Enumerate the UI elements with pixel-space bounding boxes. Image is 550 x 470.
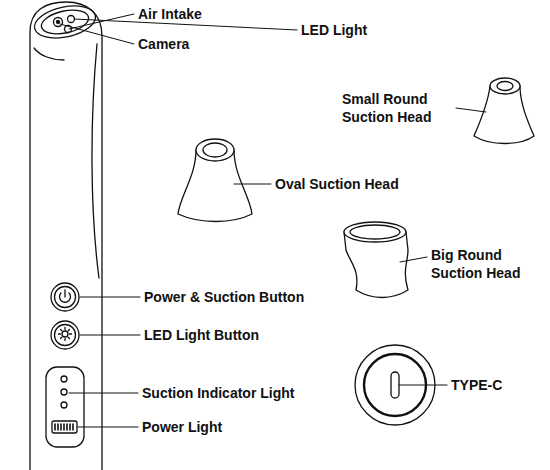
leader-line xyxy=(456,108,486,112)
part-label: Suction Indicator Light xyxy=(142,384,294,402)
leader-line xyxy=(234,184,271,185)
leader-line xyxy=(399,385,447,386)
power-icon-bar xyxy=(64,290,65,297)
part-label: LED Light Button xyxy=(144,326,259,344)
shoulder-line xyxy=(34,48,64,60)
small-head-top xyxy=(490,78,520,94)
sun-icon-rays xyxy=(59,328,72,341)
part-label: Small Round Suction Head xyxy=(342,90,452,126)
leader-line xyxy=(78,427,138,428)
leader-line xyxy=(80,297,140,298)
led-button-inner xyxy=(55,325,76,346)
leader-line xyxy=(80,335,140,336)
leader-line xyxy=(69,393,138,394)
indicator-panel xyxy=(46,367,84,447)
battery-icon xyxy=(52,421,77,433)
camera-lens xyxy=(54,18,63,27)
part-label: Oval Suction Head xyxy=(275,175,399,193)
device-body xyxy=(30,2,102,470)
indicator-dot xyxy=(61,402,67,408)
leader-line xyxy=(60,24,134,44)
indicator-dot xyxy=(61,376,67,382)
part-label: Air Intake xyxy=(138,5,202,23)
big-head-top xyxy=(344,222,406,242)
led-button xyxy=(51,321,79,349)
sun-icon-core xyxy=(62,331,68,337)
camera-center xyxy=(57,21,60,24)
part-label: TYPE-C xyxy=(451,376,502,394)
part-label: Power & Suction Button xyxy=(144,288,304,306)
leader-lines xyxy=(60,14,486,427)
led-light-dot xyxy=(68,16,75,23)
big-head-opening xyxy=(350,225,400,239)
part-label: Big Round Suction Head xyxy=(431,246,531,282)
power-button-inner xyxy=(55,287,76,308)
part-label: Power Light xyxy=(142,418,222,436)
part-label: LED Light xyxy=(301,21,367,39)
leader-line xyxy=(400,257,427,262)
front-panel-edge xyxy=(92,44,99,278)
type-c-slot xyxy=(391,372,399,398)
indicator-dot xyxy=(61,389,67,395)
battery-bars xyxy=(55,424,73,430)
oval-head-opening xyxy=(203,143,227,157)
power-button xyxy=(51,283,79,311)
oval-head-top xyxy=(196,139,234,161)
small-head-opening xyxy=(497,82,513,91)
device-head-face xyxy=(32,1,99,43)
part-label: Camera xyxy=(138,35,189,53)
device-head-inner xyxy=(39,6,91,37)
